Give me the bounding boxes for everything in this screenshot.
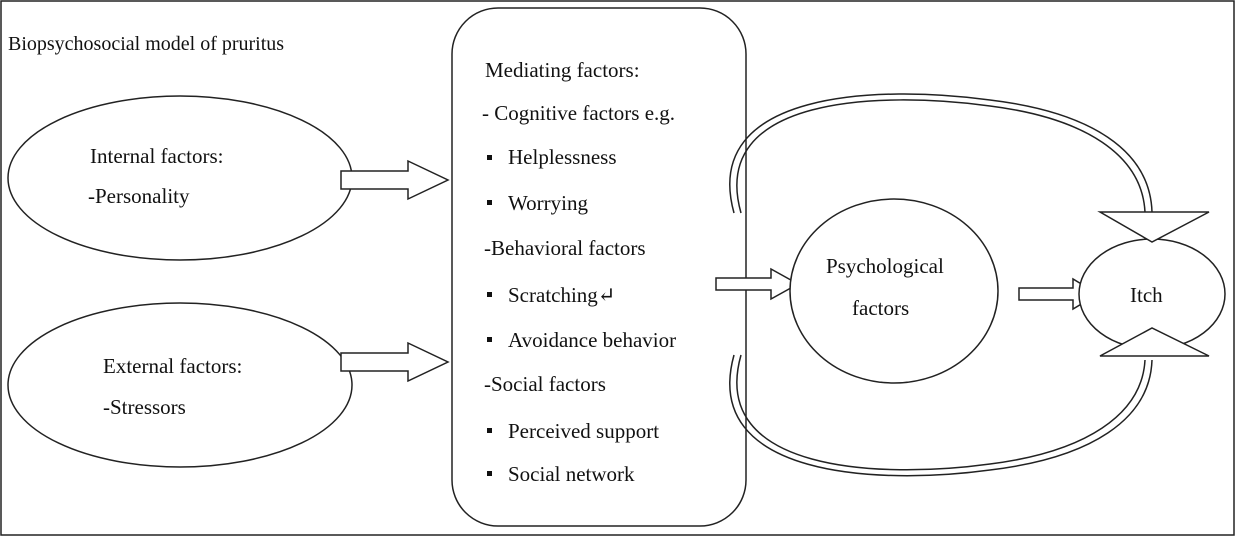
arrow-mediating-to-psychological: [715, 267, 800, 301]
external-factors-heading: External factors:: [103, 354, 242, 378]
lower-arc-outer: [729, 354, 1153, 477]
mediating-line-avoidance: Avoidance behavior: [508, 328, 676, 352]
bullet-scratching: [487, 292, 492, 297]
diagram-title: Biopsychosocial model of pruritus: [8, 33, 284, 55]
upper-arc-inner: [736, 99, 1146, 214]
bullet-social-network: [487, 471, 492, 476]
mediating-line-social: -Social factors: [484, 372, 606, 396]
arrowhead-down-into-itch: [1097, 211, 1210, 243]
bullet-worrying: [487, 200, 492, 205]
mediating-line-helplessness: Helplessness: [508, 145, 617, 169]
mediating-factors-box: [451, 7, 747, 527]
internal-factors-heading: Internal factors:: [90, 144, 224, 168]
lower-arc-inner: [736, 354, 1146, 471]
itch-label: Itch: [1130, 283, 1163, 307]
mediating-line-worrying: Worrying: [508, 191, 588, 215]
psychological-factors-node: [789, 198, 999, 384]
arrow-internal-to-mediating: [340, 159, 450, 201]
mediating-line-scratching: Scratching↵: [508, 283, 615, 307]
external-factors-node: [7, 302, 353, 468]
external-factors-item: -Stressors: [103, 395, 186, 419]
bullet-perceived-support: [487, 428, 492, 433]
internal-factors-item: -Personality: [88, 184, 190, 208]
psychological-factors-line2: factors: [852, 296, 909, 320]
bullet-helplessness: [487, 155, 492, 160]
arrowhead-up-into-itch: [1099, 327, 1210, 357]
arrow-external-to-mediating: [340, 341, 450, 383]
mediating-line-social-network: Social network: [508, 462, 635, 486]
upper-arc-outer: [729, 93, 1153, 214]
internal-factors-node: [7, 95, 353, 261]
mediating-factors-heading: Mediating factors:: [485, 58, 640, 82]
mediating-line-behavioral: -Behavioral factors: [484, 236, 646, 260]
mediating-line-cognitive: - Cognitive factors e.g.: [482, 101, 675, 125]
psychological-factors-line1: Psychological: [826, 254, 944, 278]
mediating-line-perceived-support: Perceived support: [508, 419, 659, 443]
bullet-avoidance: [487, 337, 492, 342]
